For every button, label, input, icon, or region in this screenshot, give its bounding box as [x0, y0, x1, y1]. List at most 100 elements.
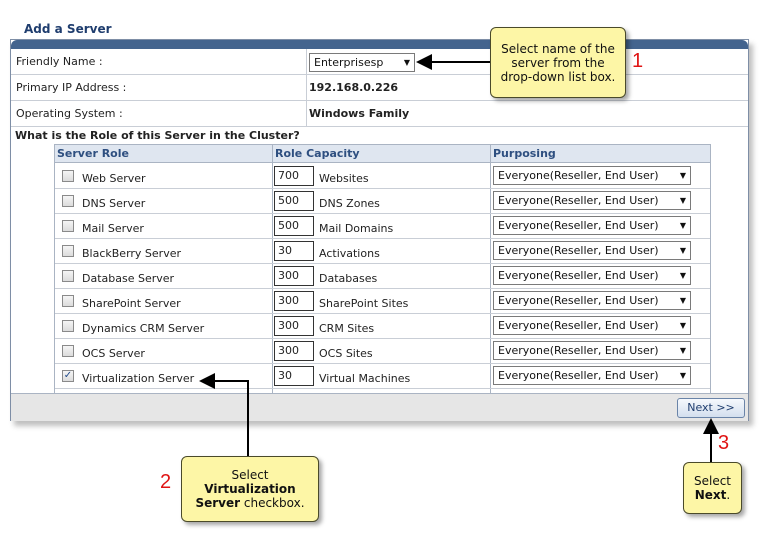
friendly-name-label: Friendly Name :: [15, 49, 307, 75]
friendly-name-row: Friendly Name : Enterprisesp ▼: [11, 49, 748, 75]
chevron-down-icon: ▼: [679, 371, 686, 380]
role-capacity-input[interactable]: 700: [274, 166, 314, 186]
callout-select-friendly-name: Select name of the server from the drop-…: [490, 27, 626, 98]
chevron-down-icon: ▼: [679, 196, 686, 205]
role-name: Database Server: [82, 272, 175, 285]
purposing-value: Everyone(Reseller, End User): [498, 319, 659, 332]
callout-2-bold-word: Server: [195, 496, 241, 510]
role-name: Web Server: [82, 172, 146, 185]
chevron-down-icon: ▼: [679, 246, 686, 255]
friendly-name-select[interactable]: Enterprisesp ▼: [309, 53, 415, 72]
purposing-value: Everyone(Reseller, End User): [498, 244, 659, 257]
purposing-select[interactable]: Everyone(Reseller, End User) ▼: [493, 191, 691, 210]
panel-footer: Next >>: [11, 393, 748, 421]
friendly-name-value: Enterprisesp: [314, 56, 384, 69]
operating-system-value: Windows Family: [309, 107, 410, 120]
callout-1-line-2: server from the: [511, 55, 605, 70]
callout-1-line-3: drop-down list box.: [500, 69, 616, 84]
callout-select-next: Select Next.: [683, 462, 742, 514]
chevron-down-icon: ▼: [403, 58, 410, 67]
callout-2-rest: checkbox.: [240, 496, 305, 510]
chevron-down-icon: ▼: [679, 321, 686, 330]
purposing-select[interactable]: Everyone(Reseller, End User) ▼: [493, 366, 691, 385]
role-checkbox[interactable]: [62, 220, 74, 232]
role-capacity-input[interactable]: 300: [274, 266, 314, 286]
operating-system-label: Operating System :: [15, 101, 307, 127]
primary-ip-row: Primary IP Address : 192.168.0.226: [11, 75, 748, 101]
role-checkbox[interactable]: [62, 295, 74, 307]
role-capacity-input[interactable]: 500: [274, 216, 314, 236]
header-role-capacity: Role Capacity: [275, 147, 360, 160]
role-checkbox[interactable]: [62, 170, 74, 182]
header-purposing: Purposing: [493, 147, 556, 160]
role-capacity-unit: OCS Sites: [319, 347, 373, 360]
purposing-value: Everyone(Reseller, End User): [498, 369, 659, 382]
role-checkbox[interactable]: ✓: [62, 370, 74, 382]
role-capacity-unit: Websites: [319, 172, 369, 185]
purposing-select[interactable]: Everyone(Reseller, End User)▼: [493, 266, 691, 285]
role-checkbox[interactable]: [62, 245, 74, 257]
purposing-value: Everyone(Reseller, End User): [498, 194, 659, 207]
checkmark-icon: ✓: [63, 370, 73, 381]
purposing-value: Everyone(Reseller, End User): [498, 269, 659, 282]
role-capacity-unit: DNS Zones: [319, 197, 380, 210]
role-checkbox[interactable]: [62, 195, 74, 207]
purposing-select[interactable]: Everyone(Reseller, End User) ▼: [493, 216, 691, 235]
next-button[interactable]: Next >>: [677, 398, 745, 418]
chevron-down-icon: ▼: [679, 221, 686, 230]
table-row: OCS Server 300 OCS Sites Everyone(Reseller,…: [55, 339, 710, 364]
role-capacity-input[interactable]: 500: [274, 191, 314, 211]
callout-2-line-2: Virtualization: [204, 482, 296, 496]
role-checkbox[interactable]: [62, 320, 74, 332]
role-capacity-input[interactable]: 300: [274, 291, 314, 311]
table-row: Dynamics CRM Server 300 CRM Sites Everyone(…: [55, 314, 710, 339]
callout-1-line-1: Select name of the: [501, 41, 615, 56]
role-capacity-unit: Databases: [319, 272, 378, 285]
role-capacity-input[interactable]: 30: [274, 366, 314, 386]
column-divider: [490, 145, 491, 393]
page-title: Add a Server: [24, 22, 112, 36]
role-name: SharePoint Server: [82, 297, 181, 310]
callout-3-bold-word: Next: [694, 488, 727, 502]
chevron-down-icon: ▼: [679, 171, 686, 180]
purposing-select[interactable]: Everyone(Reseller, End User)▼: [493, 291, 691, 310]
role-name: OCS Server: [82, 347, 145, 360]
role-name: Dynamics CRM Server: [82, 322, 205, 335]
role-capacity-unit: Mail Domains: [319, 222, 394, 235]
role-checkbox[interactable]: [62, 345, 74, 357]
step-number-3: 3: [718, 432, 730, 454]
purposing-select[interactable]: Everyone(Reseller, End User) ▼: [493, 341, 691, 360]
role-question: What is the Role of this Server in the C…: [15, 129, 300, 142]
role-capacity-input[interactable]: 30: [274, 241, 314, 261]
header-server-role: Server Role: [57, 147, 129, 160]
role-name: BlackBerry Server: [82, 247, 182, 260]
role-capacity-unit: CRM Sites: [319, 322, 375, 335]
add-server-panel: Friendly Name : Enterprisesp ▼ Primary I…: [10, 39, 749, 421]
callout-2-line-1: Select: [231, 468, 269, 482]
role-checkbox[interactable]: [62, 270, 74, 282]
callout-2-pointer: [199, 373, 249, 456]
primary-ip-value: 192.168.0.226: [309, 81, 399, 94]
purposing-select[interactable]: Everyone(Reseller, End User) ▼: [493, 316, 691, 335]
purposing-select[interactable]: Everyone(Reseller, End User) ▼: [493, 166, 691, 185]
primary-ip-label: Primary IP Address :: [15, 75, 307, 101]
purposing-value: Everyone(Reseller, End User): [498, 344, 659, 357]
step-number-2: 2: [160, 471, 172, 493]
step-number-1: 1: [632, 50, 644, 72]
callout-select-virtualization: Select Virtualization Server checkbox.: [181, 456, 319, 522]
column-divider: [272, 145, 273, 393]
chevron-down-icon: ▼: [679, 346, 686, 355]
purposing-select[interactable]: Everyone(Reseller, End User) ▼: [493, 241, 691, 260]
table-row: Web Server 700 Websites Everyone(Reseller, …: [55, 164, 710, 189]
role-capacity-input[interactable]: 300: [274, 341, 314, 361]
role-capacity-input[interactable]: 300: [274, 316, 314, 336]
purposing-value: Everyone(Reseller, End User): [498, 219, 659, 232]
purposing-value: Everyone(Reseller, End User): [498, 294, 659, 307]
purposing-value: Everyone(Reseller, End User): [498, 169, 659, 182]
role-name: Virtualization Server: [82, 372, 195, 385]
